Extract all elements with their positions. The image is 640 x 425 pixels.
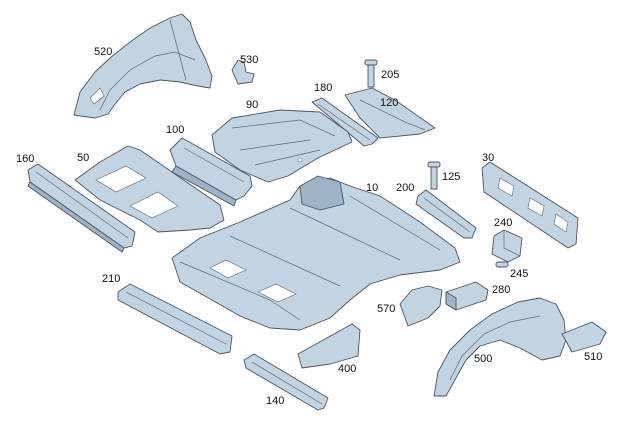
- part-280-block[interactable]: [445, 281, 489, 311]
- label-50: 50: [77, 152, 89, 164]
- part-120-member[interactable]: [344, 87, 436, 139]
- part-50-rear-floor[interactable]: [74, 145, 225, 233]
- part-200-bracket[interactable]: [415, 189, 477, 239]
- part-205-bolt[interactable]: [364, 59, 378, 88]
- part-210-side-rail[interactable]: [117, 283, 233, 355]
- label-400: 400: [338, 363, 356, 375]
- label-205: 205: [381, 69, 399, 81]
- part-180-reinforcement[interactable]: [311, 97, 379, 147]
- label-280: 280: [492, 284, 510, 296]
- part-10-main-floor[interactable]: [171, 175, 461, 331]
- part-125-bolt[interactable]: [427, 161, 441, 190]
- label-90: 90: [246, 99, 258, 111]
- label-210: 210: [102, 273, 120, 285]
- label-180: 180: [314, 82, 332, 94]
- label-30: 30: [482, 152, 494, 164]
- part-520-wheel-arch[interactable]: [73, 13, 213, 119]
- label-140: 140: [266, 395, 284, 407]
- label-160: 160: [16, 153, 34, 165]
- part-160-side-member[interactable]: [27, 163, 136, 253]
- part-100-cross-member[interactable]: [169, 137, 253, 207]
- part-30-rear-panel[interactable]: [481, 161, 579, 249]
- label-125: 125: [442, 171, 460, 183]
- part-530-bracket[interactable]: [231, 59, 255, 85]
- label-120: 120: [380, 97, 398, 109]
- part-240-bracket[interactable]: [491, 229, 523, 263]
- label-200: 200: [396, 182, 414, 194]
- part-140-member[interactable]: [243, 353, 329, 411]
- label-500: 500: [474, 353, 492, 365]
- label-520: 520: [94, 46, 112, 58]
- label-240: 240: [494, 217, 512, 229]
- part-400-panel[interactable]: [297, 323, 361, 369]
- part-500-wheelhouse[interactable]: [433, 297, 567, 397]
- part-570-bracket[interactable]: [399, 285, 443, 327]
- label-100: 100: [166, 124, 184, 136]
- label-245: 245: [510, 268, 528, 280]
- label-10: 10: [366, 182, 378, 194]
- part-245-stud[interactable]: [495, 261, 509, 268]
- label-530: 530: [240, 54, 258, 66]
- part-90-floor-panel[interactable]: [211, 109, 353, 183]
- label-510: 510: [584, 351, 602, 363]
- part-510-plate[interactable]: [561, 321, 607, 353]
- label-570: 570: [377, 303, 395, 315]
